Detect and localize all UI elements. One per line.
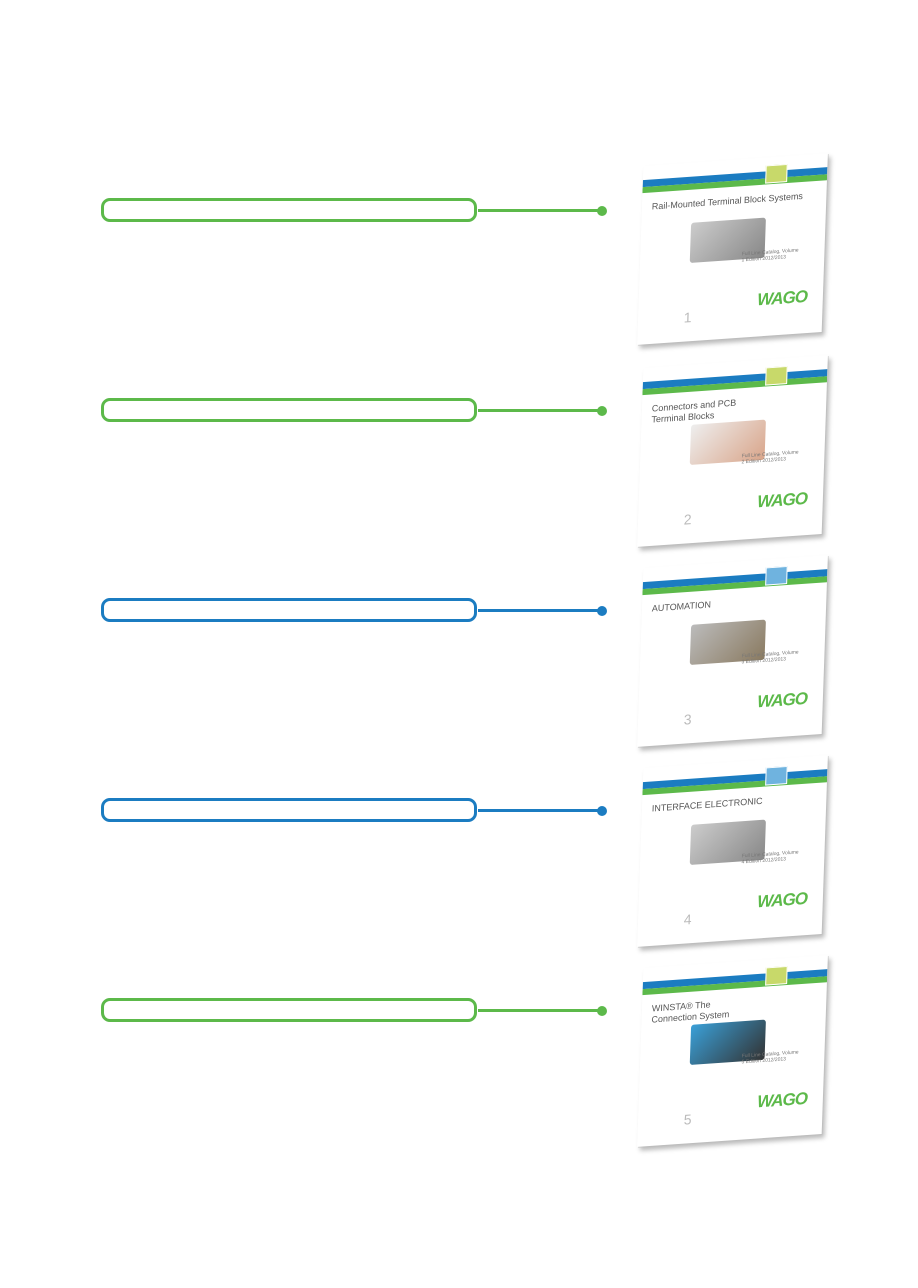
wago-logo: WAGO bbox=[756, 488, 808, 512]
connector-dot bbox=[597, 406, 607, 416]
label-box bbox=[101, 198, 477, 222]
catalog-title: Rail-Mounted Terminal Block Systems bbox=[651, 190, 804, 212]
label-box bbox=[101, 398, 477, 422]
catalog-title: INTERFACE ELECTRONIC bbox=[651, 795, 763, 814]
catalog-cover: Connectors and PCB Terminal Blocks Full … bbox=[637, 355, 828, 547]
connector-dot bbox=[597, 606, 607, 616]
connector-dot bbox=[597, 1006, 607, 1016]
wago-logo: WAGO bbox=[756, 1088, 808, 1112]
label-box bbox=[101, 798, 477, 822]
wago-logo: WAGO bbox=[756, 286, 808, 310]
connector-line bbox=[478, 809, 602, 812]
volume-number: 1 bbox=[683, 308, 692, 326]
catalog-title: AUTOMATION bbox=[651, 599, 712, 614]
connector-line bbox=[478, 209, 602, 212]
connector-dot bbox=[597, 806, 607, 816]
wago-logo: WAGO bbox=[756, 888, 808, 912]
catalog-cover: INTERFACE ELECTRONIC Full Line Catalog, … bbox=[637, 755, 828, 947]
catalog-cover: Rail-Mounted Terminal Block Systems Full… bbox=[637, 153, 828, 345]
connector-line bbox=[478, 609, 602, 612]
connector-line bbox=[478, 1009, 602, 1012]
catalog-cover: AUTOMATION Full Line Catalog, Volume 3 E… bbox=[637, 555, 828, 747]
label-box bbox=[101, 598, 477, 622]
volume-number: 5 bbox=[683, 1110, 692, 1128]
connector-dot bbox=[597, 206, 607, 216]
label-box bbox=[101, 998, 477, 1022]
volume-number: 3 bbox=[683, 710, 692, 728]
connector-line bbox=[478, 409, 602, 412]
catalog-cover: WINSTA® The Connection System Full Line … bbox=[637, 955, 828, 1147]
wago-logo: WAGO bbox=[756, 688, 808, 712]
volume-number: 2 bbox=[683, 510, 692, 528]
volume-number: 4 bbox=[683, 910, 692, 928]
